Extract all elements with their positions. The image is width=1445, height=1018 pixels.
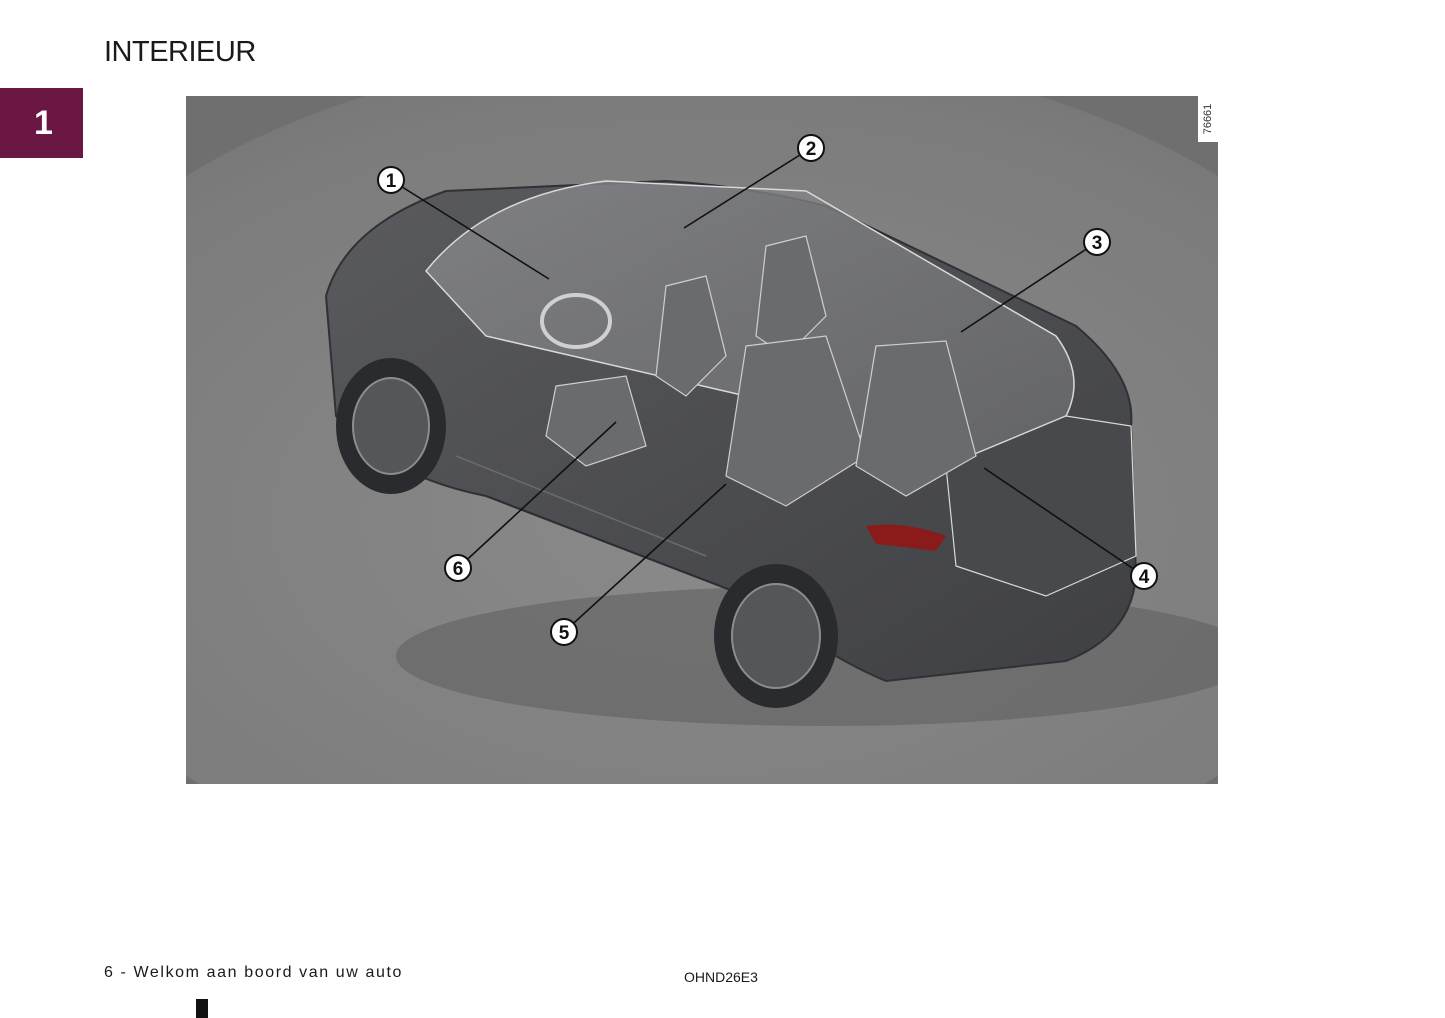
callout-label: 4 (1139, 567, 1150, 588)
steering-wheel (540, 293, 612, 349)
footer-section-title: 6 - Welkom aan boord van uw auto (104, 964, 404, 981)
chapter-tab: 1 (0, 88, 83, 158)
callout-5: 5 (550, 618, 578, 646)
leader-lines (390, 147, 1145, 633)
callout-label: 5 (559, 623, 570, 644)
wheels (336, 358, 838, 708)
callout-label: 1 (386, 171, 397, 192)
callout-3: 3 (1083, 228, 1111, 256)
page-marker (196, 999, 208, 1018)
figure-reference-number: 76661 (1202, 103, 1214, 135)
car-illustration: 1 2 3 4 5 6 (186, 96, 1218, 784)
seats (545, 235, 977, 507)
footer-document-code: OHND26E3 (684, 969, 758, 985)
callout-label: 3 (1092, 233, 1103, 254)
callout-label: 6 (453, 559, 464, 580)
callout-1: 1 (377, 166, 405, 194)
callout-2: 2 (797, 134, 825, 162)
chapter-number: 1 (34, 104, 53, 142)
callout-6: 6 (444, 554, 472, 582)
interior-figure: 1 2 3 4 5 6 (186, 96, 1218, 784)
page-title: INTERIEUR (104, 36, 256, 68)
callout-4: 4 (1130, 562, 1158, 590)
callout-label: 2 (806, 139, 817, 160)
figure-reference: 76661 (1198, 96, 1218, 142)
